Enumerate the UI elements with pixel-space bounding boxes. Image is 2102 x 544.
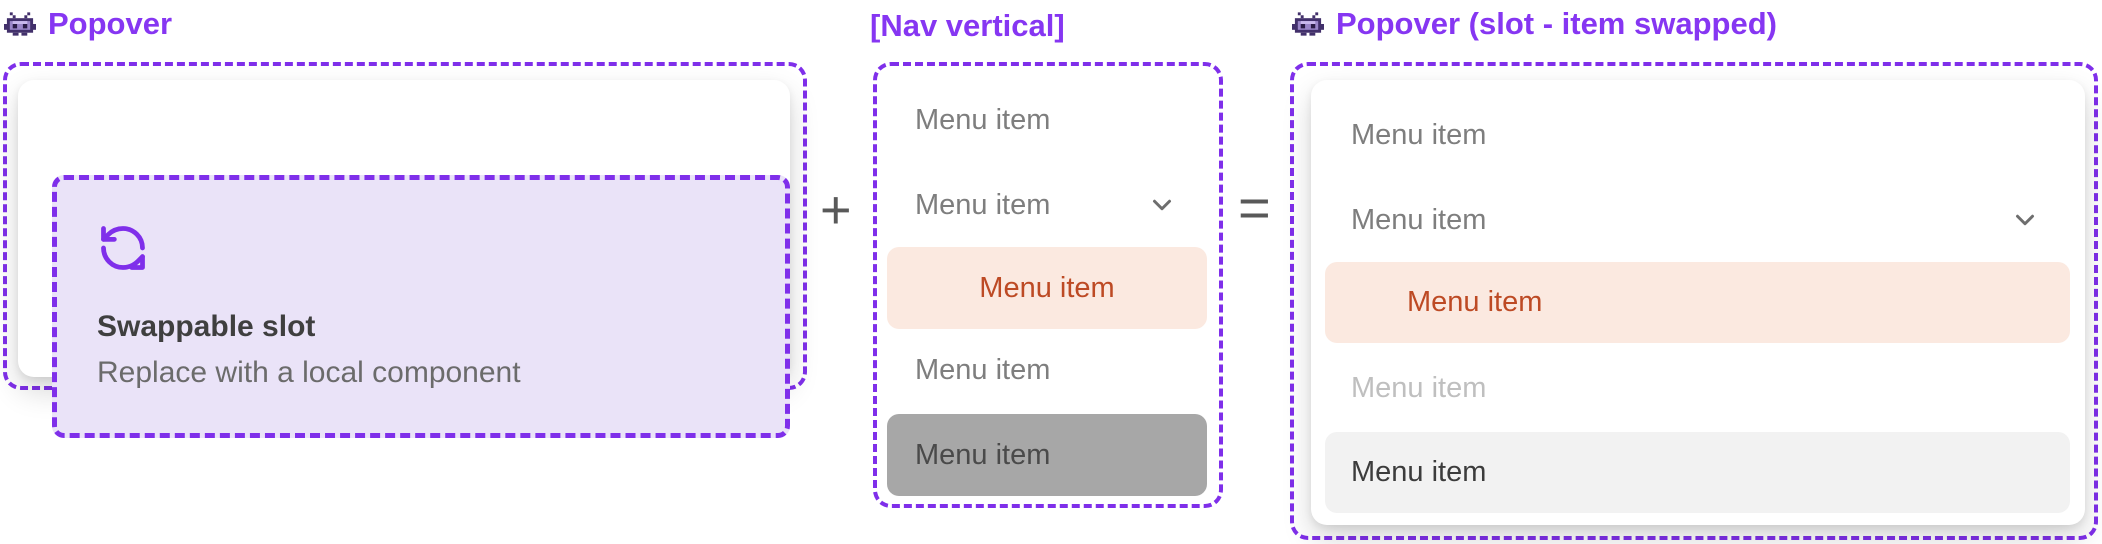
menu-item-label: Menu item <box>1351 456 1487 488</box>
nav-vertical-header: [Nav vertical] <box>870 8 1065 44</box>
menu-item-selected[interactable]: Menu item <box>1325 432 2070 513</box>
menu-item-label: Menu item <box>915 438 1051 471</box>
plus-operator: + <box>820 180 852 240</box>
menu-item-expandable[interactable]: Menu item <box>1325 179 2070 261</box>
popover-swapped-bounds <box>1290 62 2098 540</box>
equals-operator: = <box>1238 176 1271 239</box>
menu-item-label: Menu item <box>1351 118 1487 151</box>
invader-icon <box>1292 12 1324 36</box>
menu-item-label: Menu item <box>979 271 1115 304</box>
menu-item-label: Menu item <box>915 353 1051 386</box>
popover-panel-header: Popover <box>4 6 172 42</box>
menu-item-label: Menu item <box>1407 286 1543 318</box>
menu-item-label: Menu item <box>915 103 1051 136</box>
menu-item-active[interactable]: Menu item <box>1325 262 2070 343</box>
menu-item-expandable[interactable]: Menu item <box>887 164 1207 246</box>
popover-card: Swappable slot Replace with a local comp… <box>18 80 790 438</box>
swappable-slot-description: Replace with a local component <box>97 356 521 389</box>
menu-item-label: Menu item <box>1351 371 1487 404</box>
menu-item-label: Menu item <box>1351 203 1487 236</box>
popover-swapped-title: Popover (slot - item swapped) <box>1336 6 1777 41</box>
nav-vertical-title: [Nav vertical] <box>870 8 1065 43</box>
chevron-down-icon[interactable] <box>2010 205 2040 235</box>
menu-item[interactable]: Menu item <box>887 79 1207 161</box>
menu-item[interactable]: Menu item <box>1325 94 2070 176</box>
swappable-slot-title: Swappable slot <box>97 310 316 343</box>
menu-item-selected[interactable]: Menu item <box>887 414 1207 496</box>
menu-item-disabled: Menu item <box>1325 347 2070 429</box>
menu-item-label: Menu item <box>915 188 1051 221</box>
swappable-slot[interactable]: Swappable slot Replace with a local comp… <box>52 175 790 438</box>
nav-vertical-bounds <box>873 62 1223 508</box>
menu-item-active[interactable]: Menu item <box>887 247 1207 329</box>
popover-swapped-header: Popover (slot - item swapped) <box>1292 6 1777 42</box>
menu-item[interactable]: Menu item <box>887 329 1207 411</box>
popover-panel-title: Popover <box>48 6 173 41</box>
